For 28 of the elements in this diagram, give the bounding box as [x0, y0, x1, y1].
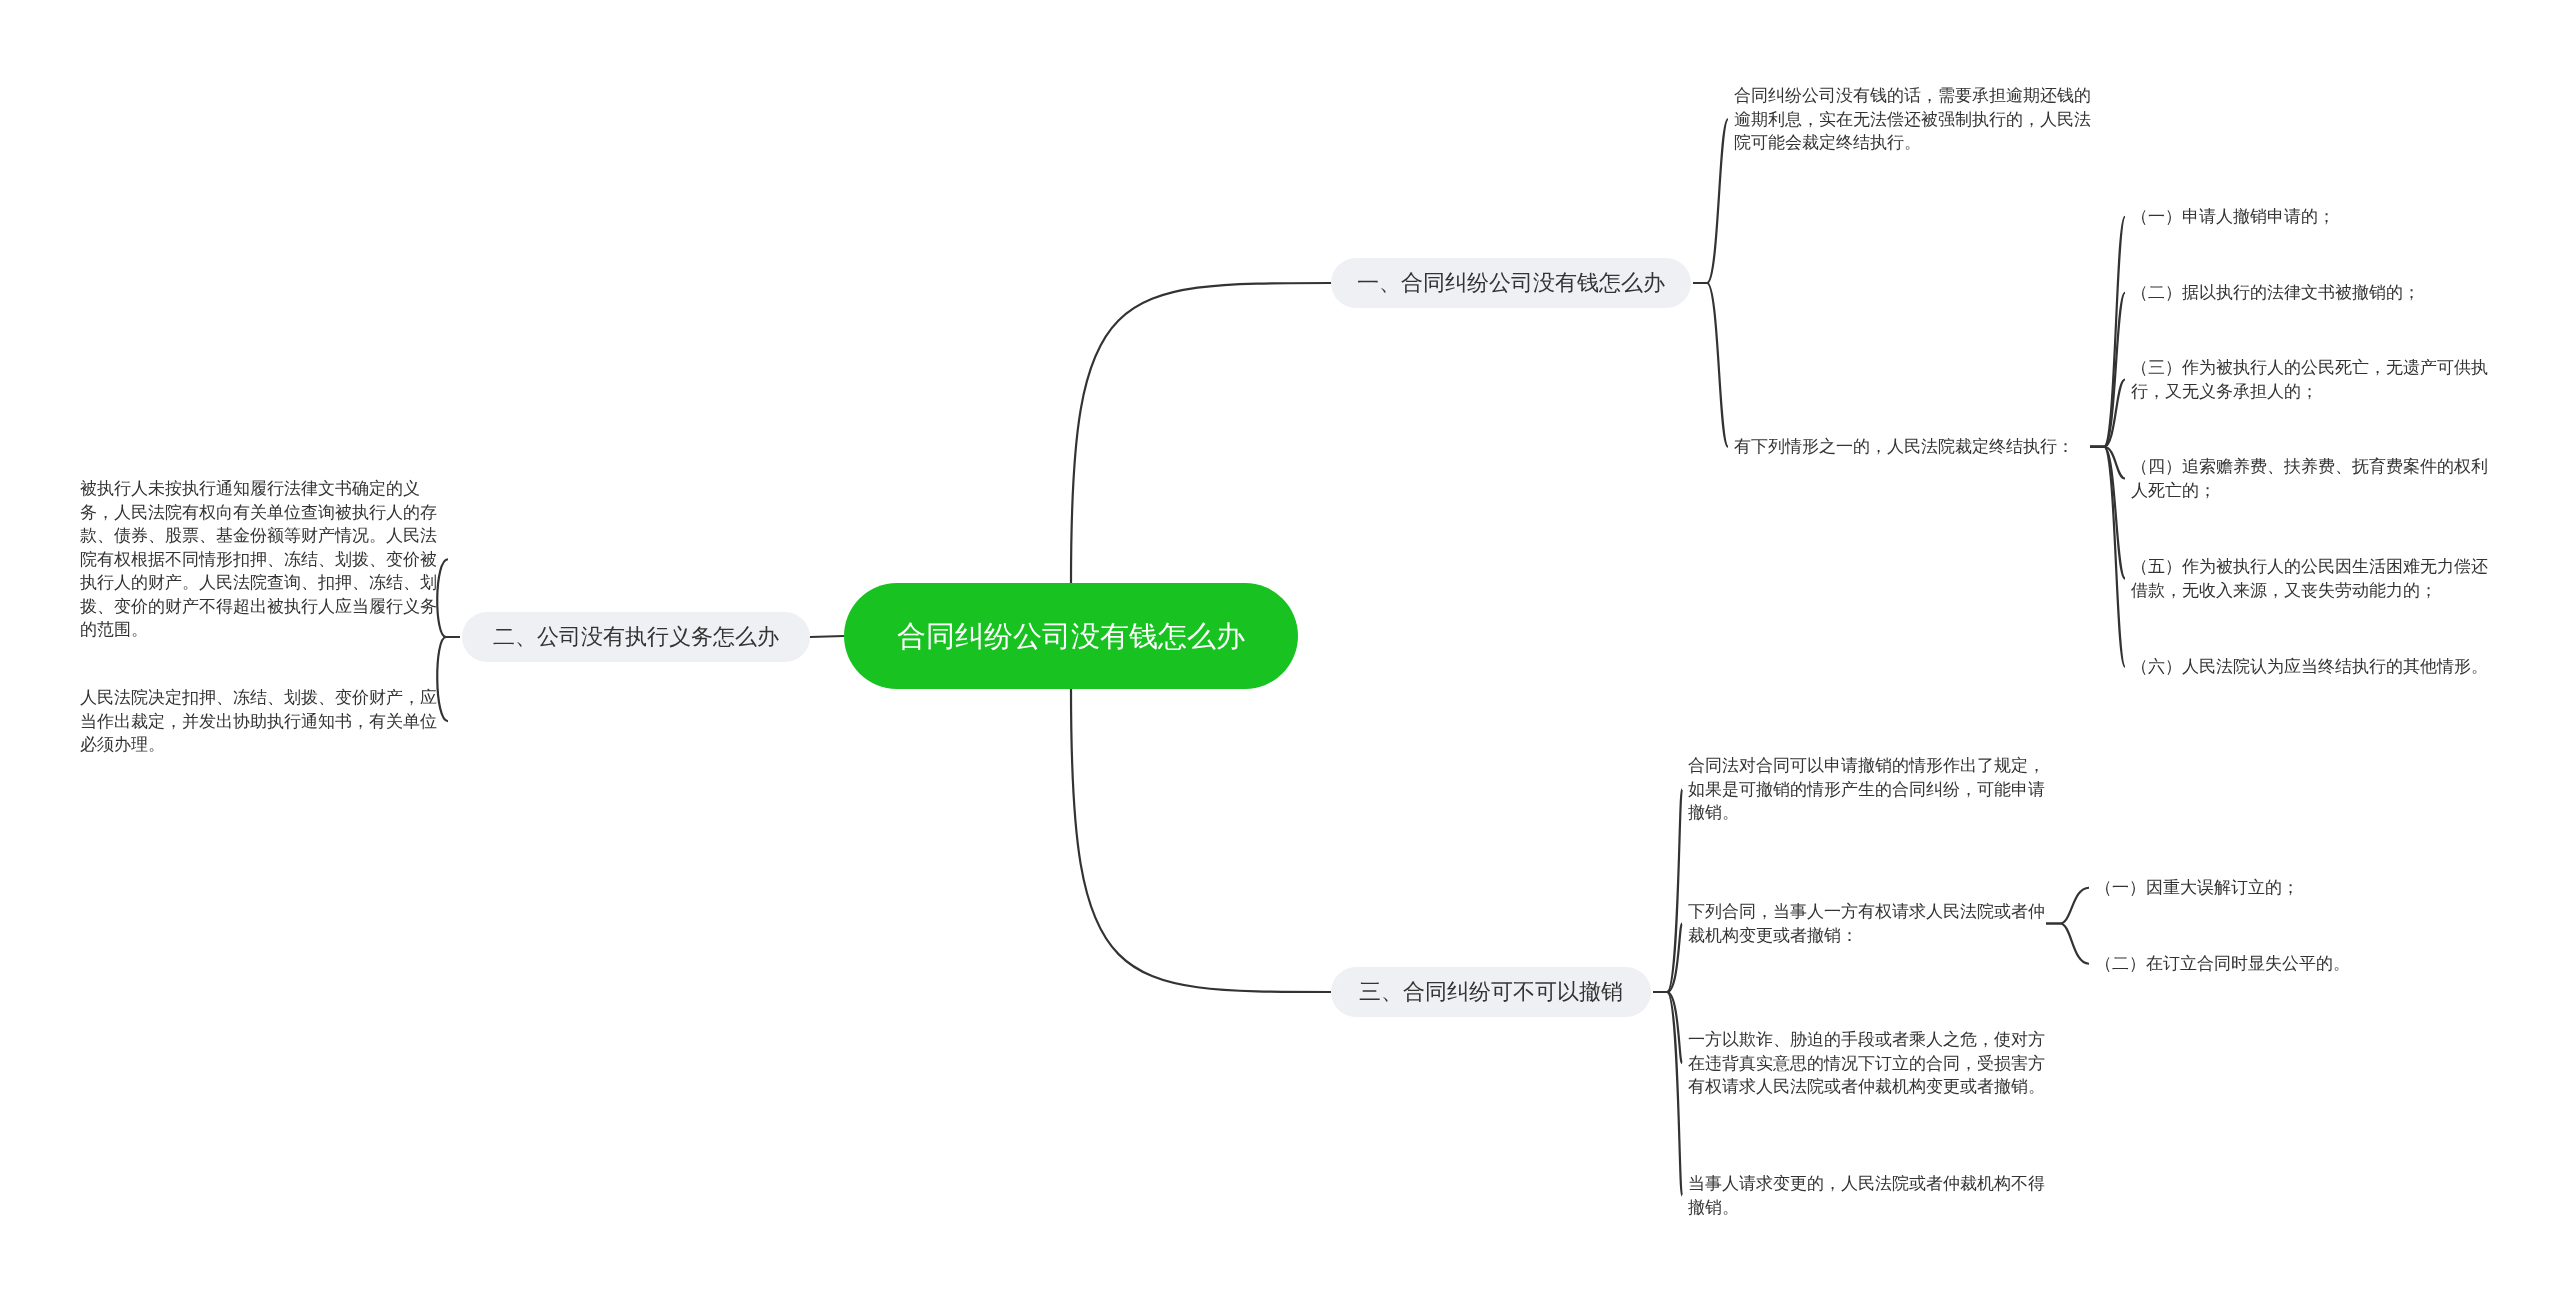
topic-text: （六）人民法院认为应当终结执行的其他情形。 [2131, 655, 2493, 679]
topic-text: 被执行人未按执行通知履行法律文书确定的义务，人民法院有权向有关单位查询被执行人的存款、债券、股票、基金份额等财产情况。人民法院有权根据不同情形扣押、冻结、划拨、变价被执行人的财产。人民法院查询、扣押、冻结、划拨、变价的财产不得超出被执行人应当履行义务的范围。 [80, 477, 442, 642]
topic-text: （五）作为被执行人的公民因生活困难无力偿还借款，无收入来源，又丧失劳动能力的； [2131, 555, 2493, 602]
topic-text: 一方以欺诈、胁迫的手段或者乘人之危，使对方在违背真实意思的情况下订立的合同，受损害方有权请求人民法院或者仲裁机构变更或者撤销。 [1688, 1028, 2050, 1099]
connector-line [2046, 922, 2090, 965]
connector-line [1069, 689, 1331, 994]
topic-box: 二、公司没有执行义务怎么办 [462, 612, 810, 662]
connector-line [1653, 990, 1684, 1196]
topic-text: （一）因重大误解订立的； [2095, 876, 2395, 900]
topic-text: （四）追索赡养费、扶养费、抚育费案件的权利人死亡的； [2131, 455, 2493, 502]
topic-text: 合同法对合同可以申请撤销的情形作出了规定，如果是可撤销的情形产生的合同纠纷，可能申请撤销。 [1688, 754, 2050, 825]
topic-box: 三、合同纠纷可不可以撤销 [1331, 967, 1651, 1017]
topic-text: 有下列情形之一的，人民法院裁定终结执行： [1734, 435, 2094, 459]
topic-text: （二）据以执行的法律文书被撤销的； [2131, 281, 2493, 305]
connector-line [436, 635, 460, 723]
topic-text: （二）在订立合同时显失公平的。 [2095, 952, 2395, 976]
connector-line [2090, 445, 2126, 668]
topic-text: （一）申请人撤销申请的； [2131, 205, 2493, 229]
topic-box: 一、合同纠纷公司没有钱怎么办 [1331, 258, 1691, 308]
connector-line [809, 634, 845, 639]
connector-line [1069, 281, 1331, 583]
central-topic: 合同纠纷公司没有钱怎么办 [844, 583, 1298, 689]
topic-text: （三）作为被执行人的公民死亡，无遗产可供执行，又无义务承担人的； [2131, 356, 2493, 403]
connector-line [1693, 281, 1729, 448]
topic-text: 人民法院决定扣押、冻结、划拨、变价财产，应当作出裁定，并发出协助执行通知书，有关单位必须办理。 [80, 686, 442, 757]
topic-text: 下列合同，当事人一方有权请求人民法院或者仲裁机构变更或者撤销： [1688, 900, 2050, 947]
topic-text: 合同纠纷公司没有钱的话，需要承担逾期还钱的逾期利息，实在无法偿还被强制执行的，人民法院可能会裁定终结执行。 [1734, 84, 2094, 155]
topic-text: 当事人请求变更的，人民法院或者仲裁机构不得撤销。 [1688, 1172, 2050, 1219]
